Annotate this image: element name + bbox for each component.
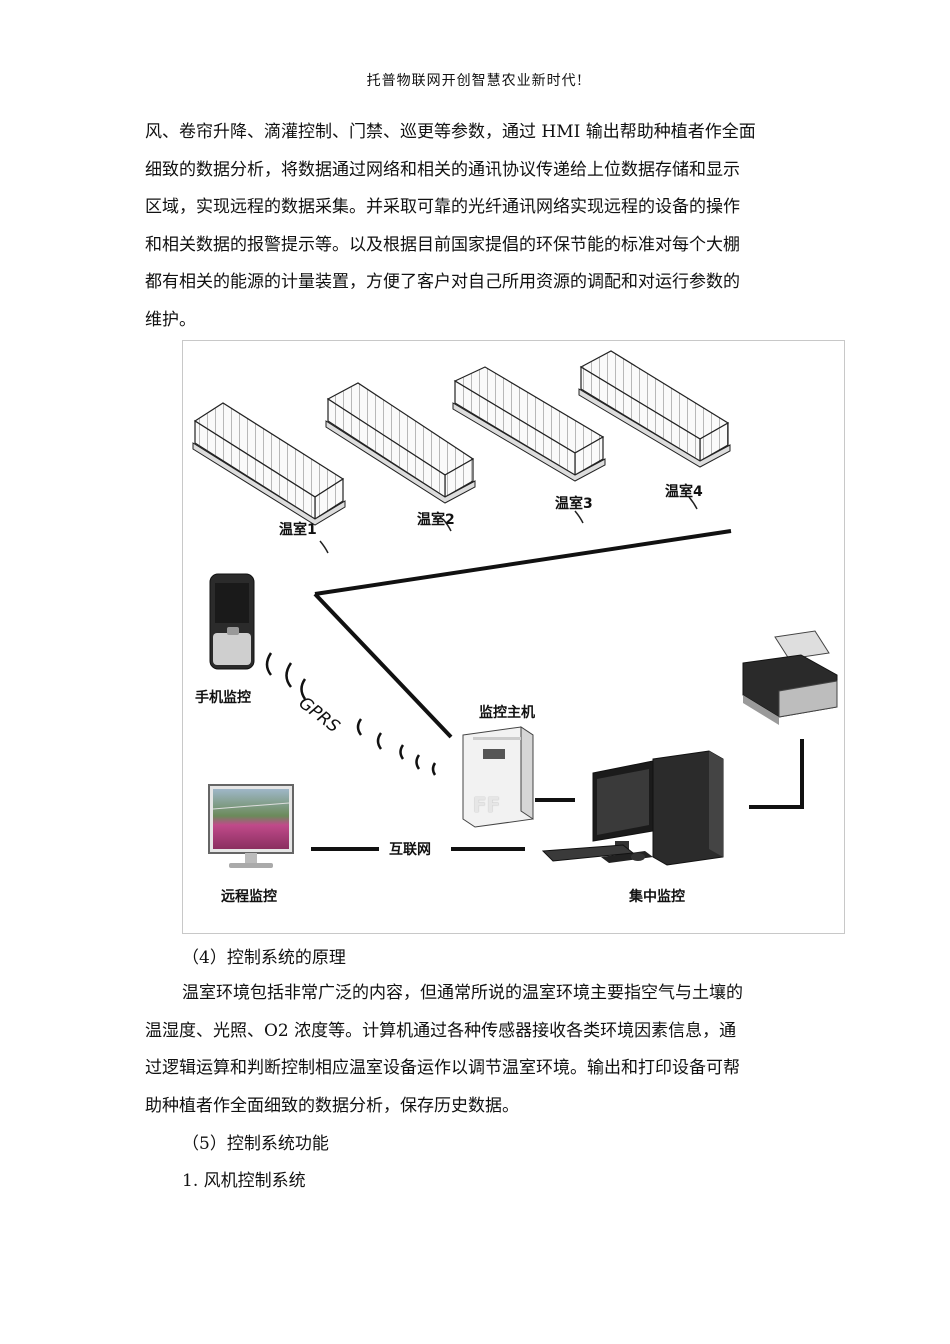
diagram-drawing (192, 350, 838, 868)
page-header: 托普物联网开创智慧农业新时代! (366, 73, 584, 89)
phone-monitoring-label: 手机监控 (195, 690, 251, 706)
host-mark: FF (473, 793, 501, 817)
printer-icon (742, 630, 838, 725)
greenhouse-3 (452, 366, 606, 482)
monitoring-host-icon (462, 726, 534, 828)
intro-line: 细致的数据分析，将数据通过网络和相关的通讯协议传递给上位数据存储和显示 (145, 159, 740, 180)
monitoring-host-label: 监控主机 (479, 705, 535, 721)
central-monitoring-label: 集中监控 (629, 889, 685, 905)
section-5-title: （5）控制系统功能 (182, 1134, 329, 1154)
remote-monitoring-label: 远程监控 (221, 889, 277, 905)
greenhouse-1 (192, 402, 346, 526)
intro-line: 区域，实现远程的数据采集。并采取可靠的光纤通讯网络实现远程的设备的操作 (145, 197, 740, 217)
greenhouse-4 (578, 350, 731, 468)
intro-line: 和相关数据的报警提示等。以及根据目前国家提倡的环保节能的标准对每个大棚 (145, 234, 740, 255)
section-4-paragraph: 温室环境包括非常广泛的内容，但通常所说的温室环境主要指空气与土壤的 温湿度、光照… (145, 975, 810, 1125)
gprs-wave-icon (265, 652, 437, 776)
greenhouse-3-label: 温室3 (555, 496, 593, 512)
section-4-line: 助种植者作全面细致的数据分析，保存历史数据。 (145, 1095, 519, 1116)
greenhouse-2 (325, 382, 476, 504)
section-4-title: （4）控制系统的原理 (182, 948, 346, 968)
section-4-line: 温湿度、光照、O2 浓度等。计算机通过各种传感器接收各类环境因素信息，通 (145, 1020, 737, 1041)
mobile-phone-icon (209, 573, 255, 670)
section-4-line: 过逻辑运算和判断控制相应温室设备运作以调节温室环境。输出和打印设备可帮 (145, 1058, 740, 1078)
remote-monitor-icon (208, 784, 294, 868)
section-4-line: 温室环境包括非常广泛的内容，但通常所说的温室环境主要指空气与土壤的 (182, 983, 743, 1003)
greenhouse-1-label: 温室1 (279, 522, 317, 538)
intro-line: 都有相关的能源的计量装置，方便了客户对自己所用资源的调配和对运行参数的 (145, 272, 740, 292)
item-1-title: 1. 风机控制系统 (182, 1171, 306, 1191)
greenhouse-2-label: 温室2 (417, 512, 455, 528)
intro-line: 风、卷帘升降、滴灌控制、门禁、巡更等参数，通过 HMI 输出帮助种植者作全面 (145, 122, 756, 142)
internet-label: 互联网 (389, 842, 431, 858)
central-computer-icon (541, 750, 724, 866)
intro-paragraph: 风、卷帘升降、滴灌控制、门禁、巡更等参数，通过 HMI 输出帮助种植者作全面 细… (145, 114, 810, 339)
intro-line: 维护。 (145, 309, 196, 330)
system-diagram-figure: 温室1 温室2 温室3 温室4 手机监控 GPRS 监控主机 FF 远程监控 互… (182, 340, 845, 934)
greenhouse-4-label: 温室4 (665, 484, 703, 500)
